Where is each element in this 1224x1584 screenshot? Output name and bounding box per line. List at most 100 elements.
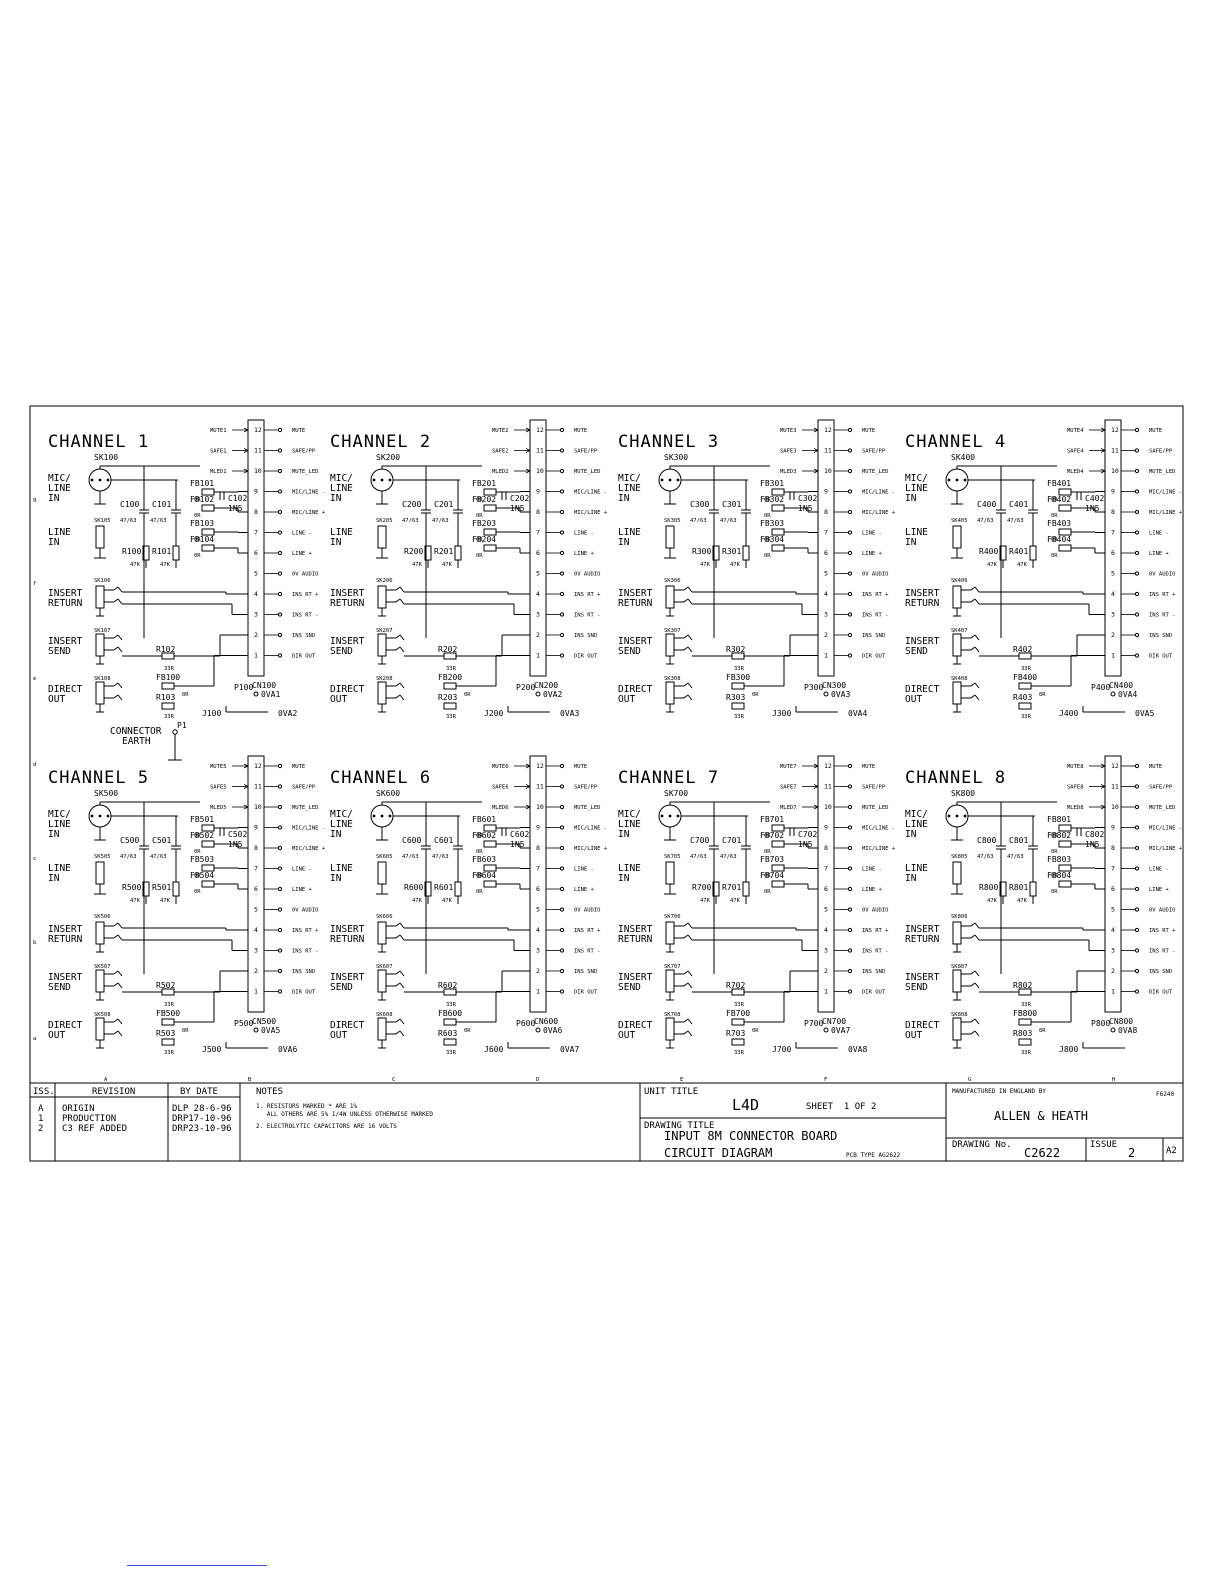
net-label-mute: MUTE2 — [492, 428, 509, 434]
signal-label: MIC/LINE + — [1149, 510, 1183, 516]
connector-pin-number: 11 — [254, 447, 262, 455]
send-jack-ref: SK207 — [376, 628, 393, 634]
signal-label: 0V AUDIO — [1149, 908, 1176, 914]
cap-b-ref: C501 — [152, 836, 171, 845]
direct-jack-ring-a — [395, 694, 401, 699]
signal-label: SAFE/PP — [574, 449, 598, 455]
p-terminal-ref: P200 — [516, 683, 535, 692]
connector-pin-number: 5 — [1111, 906, 1115, 914]
ferrite-fb1-value: 0R — [764, 497, 771, 503]
res-b-value: 47K — [730, 898, 741, 904]
ferrite-fb4-value: 0R — [194, 553, 201, 559]
cap-a-ref: C400 — [977, 500, 996, 509]
return-jack-tip-b — [687, 586, 693, 593]
connector-pin-terminal — [277, 907, 283, 912]
ferrite-fb3-value: 0R — [1051, 537, 1058, 543]
xlr-pin-1 — [660, 814, 664, 818]
signal-label: LINE - — [862, 867, 882, 873]
connector-pin-number: 5 — [254, 570, 258, 578]
j-net-label: 0VA4 — [848, 709, 867, 718]
direct-ferrite-value: 0R — [464, 692, 471, 698]
signal-label: LINE - — [292, 531, 312, 537]
res-b-ref: R101 — [152, 547, 171, 556]
connector-pin-terminal — [277, 845, 283, 851]
send-jack-tip-a — [395, 634, 401, 639]
connector-pin-terminal — [1134, 489, 1140, 494]
res-b-value: 47K — [160, 898, 171, 904]
connector-pin-number: 6 — [254, 885, 258, 893]
connector-pin-number: 3 — [254, 947, 258, 955]
connector-pin-terminal — [277, 886, 283, 892]
channel-title: CHANNEL 1 — [48, 432, 149, 452]
signal-label: MIC/LINE - — [574, 490, 607, 496]
direct-res-ref: R503 — [156, 1029, 175, 1038]
signal-label: 0V AUDIO — [292, 572, 319, 578]
connector-body — [247, 419, 265, 677]
signal-label: LINE + — [862, 887, 883, 893]
net-arrow-b — [525, 765, 531, 769]
rev-1-text: PRODUCTION — [62, 1114, 116, 1124]
issue-number: 2 — [1128, 1146, 1135, 1160]
direct-res-value: 33R — [446, 1050, 457, 1056]
ferrite-fb4 — [1058, 544, 1072, 552]
insert-send-label-2: SEND — [618, 982, 641, 993]
direct-jack — [952, 1017, 980, 1049]
net-arrow-a — [813, 804, 819, 808]
ferrite-fb1-ref: FB701 — [760, 815, 784, 824]
direct-jack-tip-b — [687, 1018, 693, 1025]
ferrite-fb1-ref: FB401 — [1047, 479, 1071, 488]
return-jack-body — [377, 921, 387, 945]
ferrite-fb4-ref: FB804 — [1047, 871, 1071, 880]
signal-label: INS SND — [292, 633, 315, 639]
signal-label: 0V AUDIO — [862, 908, 889, 914]
connector-pin-terminal — [847, 427, 853, 433]
insert-send-label-1: INSERT — [618, 636, 653, 647]
connector-pin-terminal — [277, 784, 283, 789]
connector-ref: CN100 — [252, 681, 276, 690]
send-res-ref: R602 — [438, 981, 457, 990]
signal-label: 0V AUDIO — [292, 908, 319, 914]
signal-label: MUTE — [574, 764, 587, 770]
connector-pin-terminal — [1134, 591, 1140, 597]
connector-pin-terminal — [559, 804, 565, 810]
drawing-no-label: DRAWING No. — [952, 1140, 1012, 1150]
signal-label: MIC/LINE + — [862, 510, 896, 516]
net-arrow-a — [813, 448, 819, 451]
return-jack-ref: SK506 — [94, 914, 111, 920]
signal-label: DIR OUT — [1149, 990, 1173, 996]
cap-c-ref: C602 — [510, 830, 529, 839]
grid-row-c: c — [33, 856, 36, 862]
signal-label: INS RT - — [292, 949, 319, 955]
signal-label: MIC/LINE - — [1149, 490, 1182, 496]
insert-return-label-1: INSERT — [618, 924, 653, 935]
connector-pin-number: 10 — [254, 803, 262, 811]
direct-out-label-1: DIRECT — [618, 1020, 653, 1031]
res-a-value: 47K — [700, 562, 711, 568]
send-jack — [952, 969, 980, 1001]
res-b — [1029, 881, 1037, 897]
direct-jack-tip-a — [970, 1018, 976, 1023]
connector-pin-terminal — [847, 632, 853, 638]
return-jack-ref: SK106 — [94, 578, 111, 584]
res-b — [742, 881, 750, 897]
ferrite-fb2-ref: FB702 — [760, 831, 784, 840]
footer-link-underline[interactable] — [127, 1565, 267, 1566]
grid-col-E: E — [680, 1077, 683, 1083]
net-label-safe: SAFE3 — [780, 449, 797, 455]
res-a-value: 47K — [412, 898, 423, 904]
signal-label: MUTE_LED — [862, 469, 889, 475]
send-res-value: 33R — [1021, 1002, 1032, 1008]
send-jack-body — [952, 633, 962, 657]
p-terminal-ref: P300 — [804, 683, 823, 692]
cap-b-value: 47/63 — [1007, 854, 1024, 860]
connector-pin-number: 9 — [1111, 824, 1115, 832]
net-arrow-b — [813, 806, 819, 810]
net-arrow-b — [1100, 765, 1106, 769]
cap-c-ref: C702 — [798, 830, 817, 839]
connector-pin-terminal — [559, 468, 565, 474]
mic-line-label-1: MIC/ — [330, 809, 353, 820]
xlr-ref: SK700 — [664, 789, 688, 798]
ferrite-fb4 — [771, 544, 785, 552]
p-terminal — [253, 1027, 259, 1033]
